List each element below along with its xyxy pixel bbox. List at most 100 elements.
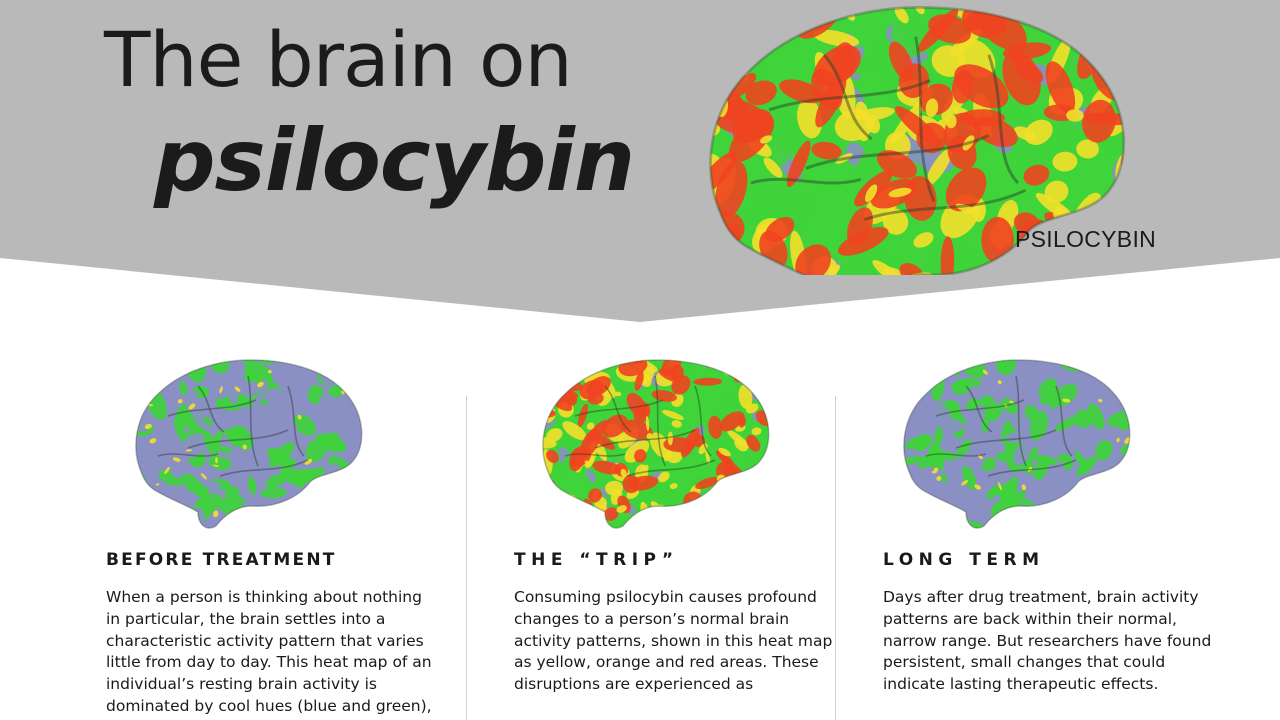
heat-blob — [1021, 484, 1027, 491]
heat-blob — [728, 498, 736, 505]
hero-brain-caption: PSILOCYBIN — [1015, 226, 1157, 252]
heat-blob — [588, 488, 602, 503]
trip-brain-heatmap — [542, 359, 770, 529]
heat-blob — [1013, 443, 1032, 466]
heat-blob — [364, 381, 368, 386]
long-term-brain-heatmap — [903, 359, 1131, 529]
heat-blob — [745, 506, 760, 526]
heat-blob — [1027, 466, 1033, 472]
heat-blob — [849, 53, 888, 75]
heat-blob — [577, 403, 589, 428]
heat-blob — [945, 167, 987, 212]
heat-blob — [230, 425, 254, 450]
heat-blob — [763, 157, 783, 178]
heat-blob — [569, 450, 584, 472]
heat-blob — [1009, 400, 1015, 404]
brain-sulcus — [564, 453, 626, 457]
heat-blob — [341, 474, 357, 487]
heat-blob — [621, 419, 653, 440]
heat-blob — [828, 264, 841, 275]
heat-blob — [164, 467, 170, 475]
heat-blob — [634, 449, 647, 463]
brain-sulcus — [247, 375, 259, 467]
heat-blob — [1086, 360, 1117, 369]
heat-blob — [995, 360, 1008, 374]
heat-blob — [188, 403, 196, 410]
column-divider — [835, 396, 836, 720]
heat-blob — [1124, 436, 1130, 444]
heat-blob — [725, 258, 750, 275]
brain-sulcus — [219, 459, 309, 477]
heat-blob — [1116, 437, 1120, 443]
heat-blob — [918, 434, 932, 449]
heat-blob — [717, 490, 745, 515]
heat-blob — [1058, 513, 1079, 529]
heat-blob — [573, 507, 590, 529]
heat-blob — [1113, 7, 1124, 33]
heat-blob — [706, 501, 716, 509]
heat-blob — [973, 403, 985, 427]
heat-blob — [932, 404, 952, 424]
heat-blob — [667, 431, 673, 446]
heat-blob — [605, 480, 623, 496]
heat-blob — [705, 449, 710, 464]
brain-sulcus — [987, 459, 1077, 477]
heat-blob — [903, 508, 910, 521]
heat-blob — [361, 365, 362, 385]
heat-blob — [671, 420, 682, 428]
heat-blob — [888, 187, 912, 198]
heat-blob — [692, 434, 706, 448]
heat-blob — [141, 360, 168, 367]
heat-blob — [135, 370, 138, 385]
heat-blob — [314, 519, 330, 529]
heat-blob — [982, 369, 988, 375]
heat-blob — [1092, 372, 1096, 375]
heat-blob — [961, 480, 969, 486]
heat-blob — [760, 482, 769, 500]
heat-blob — [1067, 7, 1124, 16]
heat-blob — [219, 386, 223, 394]
heat-blob — [1121, 498, 1130, 524]
heat-blob — [1113, 75, 1124, 94]
heat-blob — [178, 381, 188, 396]
heat-blob — [815, 74, 847, 128]
heat-blob — [751, 187, 805, 215]
heat-blob — [903, 495, 907, 523]
heat-blob — [929, 501, 939, 516]
heat-blob — [587, 360, 609, 367]
heat-blob — [903, 448, 919, 457]
heat-blob — [1072, 503, 1090, 524]
heat-blob — [712, 35, 729, 71]
heat-blob — [831, 259, 866, 275]
heat-blob — [1052, 151, 1078, 172]
heat-blob — [257, 381, 264, 388]
heat-blob — [1072, 503, 1090, 525]
heat-blob — [1076, 272, 1126, 275]
heat-blob — [1074, 409, 1094, 428]
heat-blob — [242, 444, 247, 450]
heat-blob — [974, 484, 982, 490]
heat-blob — [858, 131, 869, 142]
heat-blob — [1054, 415, 1081, 432]
heat-blob — [736, 519, 762, 528]
heat-blob — [341, 495, 360, 518]
heat-blob — [739, 496, 763, 507]
heat-blob — [751, 427, 762, 436]
heat-blob — [561, 499, 569, 505]
heat-blob — [913, 232, 934, 248]
heat-blob — [169, 516, 180, 527]
page-title: The brain on — [104, 15, 573, 104]
heat-blob — [662, 410, 684, 420]
heat-blob — [1094, 25, 1117, 54]
heat-blob — [704, 360, 715, 363]
brain-sulcus — [925, 453, 987, 457]
heat-blob — [149, 438, 157, 444]
heat-blob — [763, 511, 769, 529]
heat-blob — [838, 226, 889, 256]
heat-blob — [721, 495, 735, 506]
heat-blob — [711, 272, 744, 275]
heat-blob — [691, 516, 702, 529]
heat-blob — [1121, 0, 1136, 29]
heat-blob — [710, 274, 736, 275]
heat-blob — [1074, 450, 1090, 473]
